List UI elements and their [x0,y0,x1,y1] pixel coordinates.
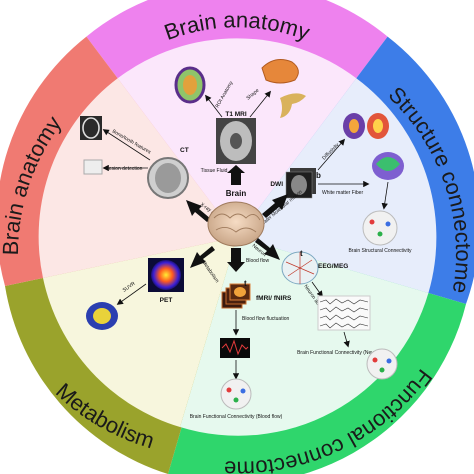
atlas-brain-detail [183,75,197,95]
fcn-node-1 [372,357,378,363]
lesion-image [83,159,103,175]
eeg-trace-4 [319,322,369,329]
diffusivity-map-2-detail [373,119,383,133]
arrow-brain-dwi [262,194,288,218]
sc-node-2 [385,221,391,227]
eeg-cap-wires [285,252,315,284]
functional-connectivity-blood-image [220,378,252,410]
fmri-activation [234,287,246,297]
t-label-fmri: t [244,279,247,288]
blood-flow-label: Blood flow [246,258,269,264]
sc-node-3 [377,231,383,237]
arrow-dwi-diffusivity [317,138,346,171]
hippocampus-shape-image [280,93,306,118]
brain-image [207,201,265,247]
ct-scan-brain [155,163,181,193]
structural-connectivity-image [362,210,398,246]
arrow-brain-pet [190,246,215,268]
fcn-node-2 [386,358,392,364]
t-label-eeg: t [300,249,303,258]
white-matter-fiber-label: White matter Fiber [322,190,363,196]
arrow-brain-eeg [255,238,280,260]
arrow-t1-roi [205,94,223,118]
fcn-node-3 [379,367,385,373]
skull-xray-bone [82,117,100,139]
fcb-node-1 [226,387,232,393]
arrow-ct-bone [102,129,151,161]
fmri-group: Blood flow t fMRI/ fNIRS Blood flow fluc… [190,248,292,420]
eeg-trace-3 [319,314,369,321]
center-brain: Brain [207,189,265,247]
fmri-slice-stack [221,283,251,309]
eeg-trace-panel [317,295,371,331]
eeg-meg-label: EEG/MEG [318,263,348,270]
b-label: b [316,171,321,180]
brain-structural-connectivity-label: Brain Structural Connectivity [348,248,412,254]
fiber-tract-detail [376,157,400,171]
suvr-brain-detail [93,308,111,324]
blood-flow-fluctuation-label: Blood flow fluctuation [242,316,289,322]
arrow-fiber-connectivity [381,181,389,210]
arrow-pet-suvr [116,283,147,305]
diffusivity-map-1-detail [349,119,359,133]
arrow-brain-t1 [227,165,245,185]
pet-brain [151,260,181,290]
fluctuation-signal [221,339,249,356]
dwi-brain [291,175,307,195]
functional-connectivity-blood-label: Brain Functional Connectivity (Blood flo… [190,414,283,420]
tissue-fluid-label: Tissue Fluid [201,168,228,174]
eeg-trace-1 [319,298,369,305]
ct-label: CT [180,147,189,154]
functional-connectivity-neuron-label: Brain Functional Connectivity (Neuron) [297,350,383,356]
fmri-fnirs-label: fMRI/ fNIRS [256,295,292,302]
fcb-node-3 [233,397,239,403]
arrow-t1-shape [249,90,271,118]
sc-node-1 [369,219,375,225]
arrow-brain-fmri [227,248,245,272]
fluctuation-plot [220,338,250,358]
functional-connectivity-neuron-image [366,348,398,380]
pet-label: PET [160,297,173,304]
t1-mri-ventricle [230,133,242,149]
eeg-trace-2 [319,306,369,313]
cortex-surface-image [261,59,299,84]
arrow-brain-ct [186,200,211,222]
lesion-detection-label: Lesion detection [106,166,143,172]
brain-label: Brain [226,189,247,198]
fill-bottom-left [43,237,237,427]
fcb-node-2 [240,388,246,394]
t1-mri-label: T1 MRI [225,111,247,118]
dwi-label: DWI [270,181,283,188]
arrow-activity-connectivity [343,331,350,348]
brain-gyri [213,213,261,233]
arrow-eeg-activity [311,281,323,298]
